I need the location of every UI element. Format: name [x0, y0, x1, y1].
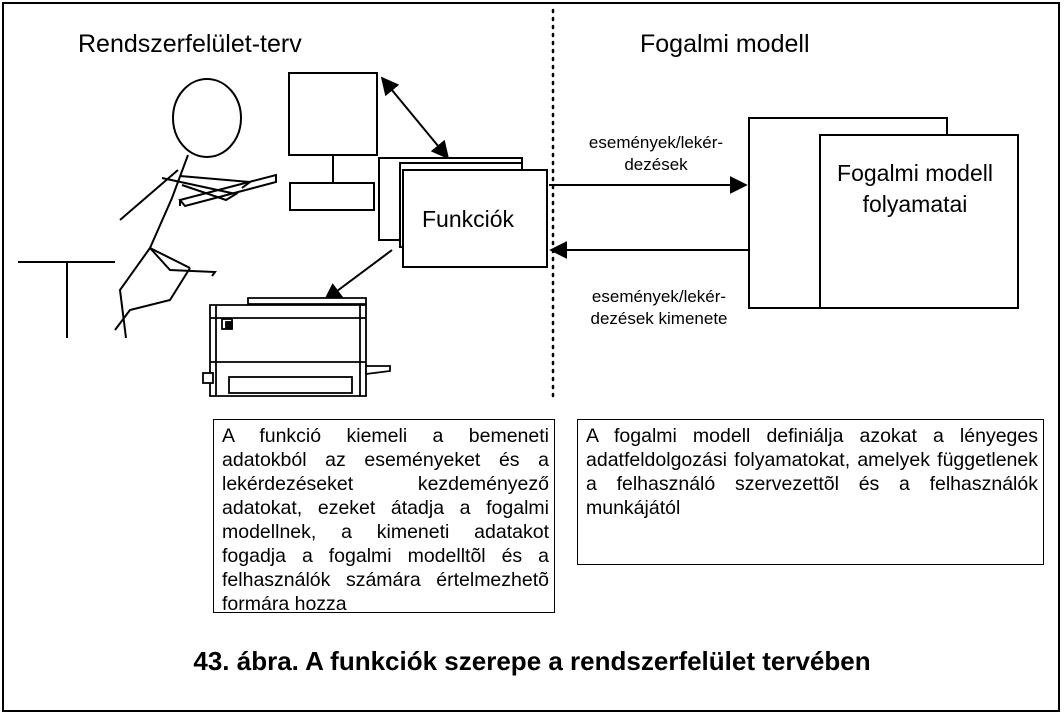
- user-leg-2: [114, 267, 191, 331]
- output-label-line2: dezések kimenete: [590, 309, 728, 328]
- monitor: [288, 72, 378, 156]
- user-head: [172, 78, 242, 158]
- right-title: Fogalmi modell: [640, 30, 810, 58]
- left-description-text: A funkció kiemeli a bemeneti adatokból a…: [222, 425, 549, 615]
- computer-base: [289, 182, 375, 211]
- keyboard: [178, 173, 277, 208]
- right-description-box: A fogalmi modell definiálja azokat a lén…: [577, 419, 1044, 565]
- functions-label: Funkciók: [422, 206, 515, 232]
- user-leg-1: [149, 247, 217, 277]
- user-arm-2: [179, 175, 253, 189]
- arrow-monitor-functions: [380, 76, 450, 160]
- right-description-text: A fogalmi modell definiálja azokat a lén…: [586, 425, 1038, 519]
- input-label-line1: események/lekér-: [588, 133, 724, 152]
- left-description-box: A funkció kiemeli a bemeneti adatokból a…: [213, 419, 555, 615]
- user-figure: [114, 78, 253, 339]
- user-leg-3: [118, 247, 151, 339]
- input-label-line2: dezések: [624, 155, 688, 174]
- user-arm-lower: [161, 177, 239, 202]
- figure-caption: 43. ábra. A funkciók szerepe a rendszerf…: [193, 646, 871, 676]
- left-title: Rendszerfelület-terv: [78, 30, 302, 58]
- desk: [18, 261, 115, 338]
- user-back: [148, 154, 191, 269]
- functions-box-front: [402, 169, 548, 268]
- arrow-functions-printer: [323, 249, 393, 302]
- model-box-overlay: [820, 135, 1017, 306]
- model-label: Fogalmi modell folyamatai: [837, 160, 993, 217]
- printer: [202, 297, 391, 397]
- user-arm-upper: [119, 169, 179, 221]
- output-label-line1: események/lekér-: [591, 287, 727, 306]
